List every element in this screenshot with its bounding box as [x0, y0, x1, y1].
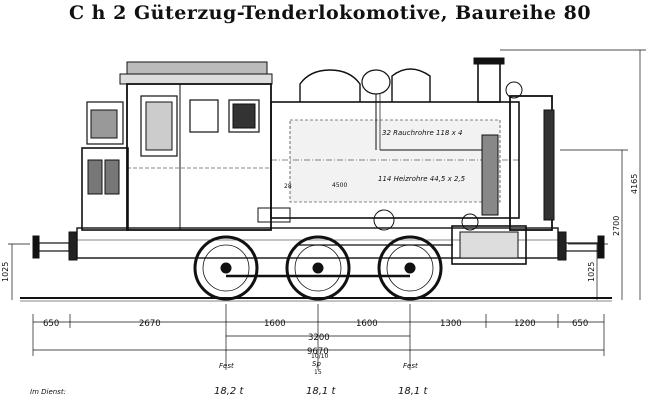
axle-left-label: Fest [219, 362, 234, 370]
left-buffer [32, 231, 78, 261]
service-weights-row-label: Im Dienst: [30, 388, 66, 396]
drawing-title: C h 2 Güterzug-Tenderlokomotive, Baureih… [68, 2, 592, 24]
dimension-segment-labels: 650 2670 1600 1600 1300 1200 650 3200 96… [43, 319, 588, 357]
vertical-dimensions [8, 49, 646, 300]
dim-segment-6: 1200 [514, 319, 536, 329]
boiler-fittings [299, 57, 523, 103]
wheel-axle-1 [193, 235, 259, 301]
dim-segment-5: 1300 [440, 319, 462, 329]
axle2-weight: 18,1 t [306, 386, 336, 397]
boiler [270, 95, 555, 231]
cylinder [296, 225, 527, 265]
axle-right-label: Fest [403, 362, 418, 370]
axle-markers: Fest 10/10 Sp 15 Fest [219, 353, 418, 376]
total-height-label: 4165 [630, 174, 639, 194]
steam-pipework [375, 94, 499, 216]
boiler-centre-height-label: 2700 [612, 216, 621, 236]
axle-middle-label-mid: Sp [312, 360, 321, 368]
dim-28-label: 28 [284, 183, 292, 190]
wheel-axle-2 [285, 235, 351, 301]
axle1-weight: 18,2 t [214, 386, 244, 397]
wheel-axle-3 [377, 235, 443, 301]
right-buffer [557, 231, 605, 261]
overall-length-label: 9670 [307, 347, 329, 357]
buffer-height-right-label: 1025 [587, 262, 596, 282]
dim-4500-label: 4500 [332, 182, 347, 189]
dim-segment-7: 650 [572, 319, 588, 329]
boiler-tubes-label: 114 Heizrohre 44,5 x 2,5 [378, 175, 466, 183]
side-features [257, 207, 479, 231]
axle-middle-label-top: 10/10 [311, 353, 328, 360]
driving-wheels [193, 235, 443, 301]
wheelbase-label: 3200 [308, 333, 330, 343]
flue-tubes-label: 32 Rauchrohre 118 x 4 [382, 129, 462, 137]
dim-segment-3: 1600 [264, 319, 286, 329]
horizontal-dimensions [32, 304, 605, 370]
service-weights: Im Dienst: 18,2 t 18,1 t 18,1 t [30, 386, 428, 397]
buffer-height-left-label: 1025 [1, 262, 10, 282]
dim-segment-2: 2670 [139, 319, 161, 329]
axle3-weight: 18,1 t [398, 386, 428, 397]
dim-segment-4: 1600 [356, 319, 378, 329]
cab [81, 61, 273, 231]
axle-middle-label-bot: 15 [314, 369, 322, 376]
dim-segment-1: 650 [43, 319, 59, 329]
